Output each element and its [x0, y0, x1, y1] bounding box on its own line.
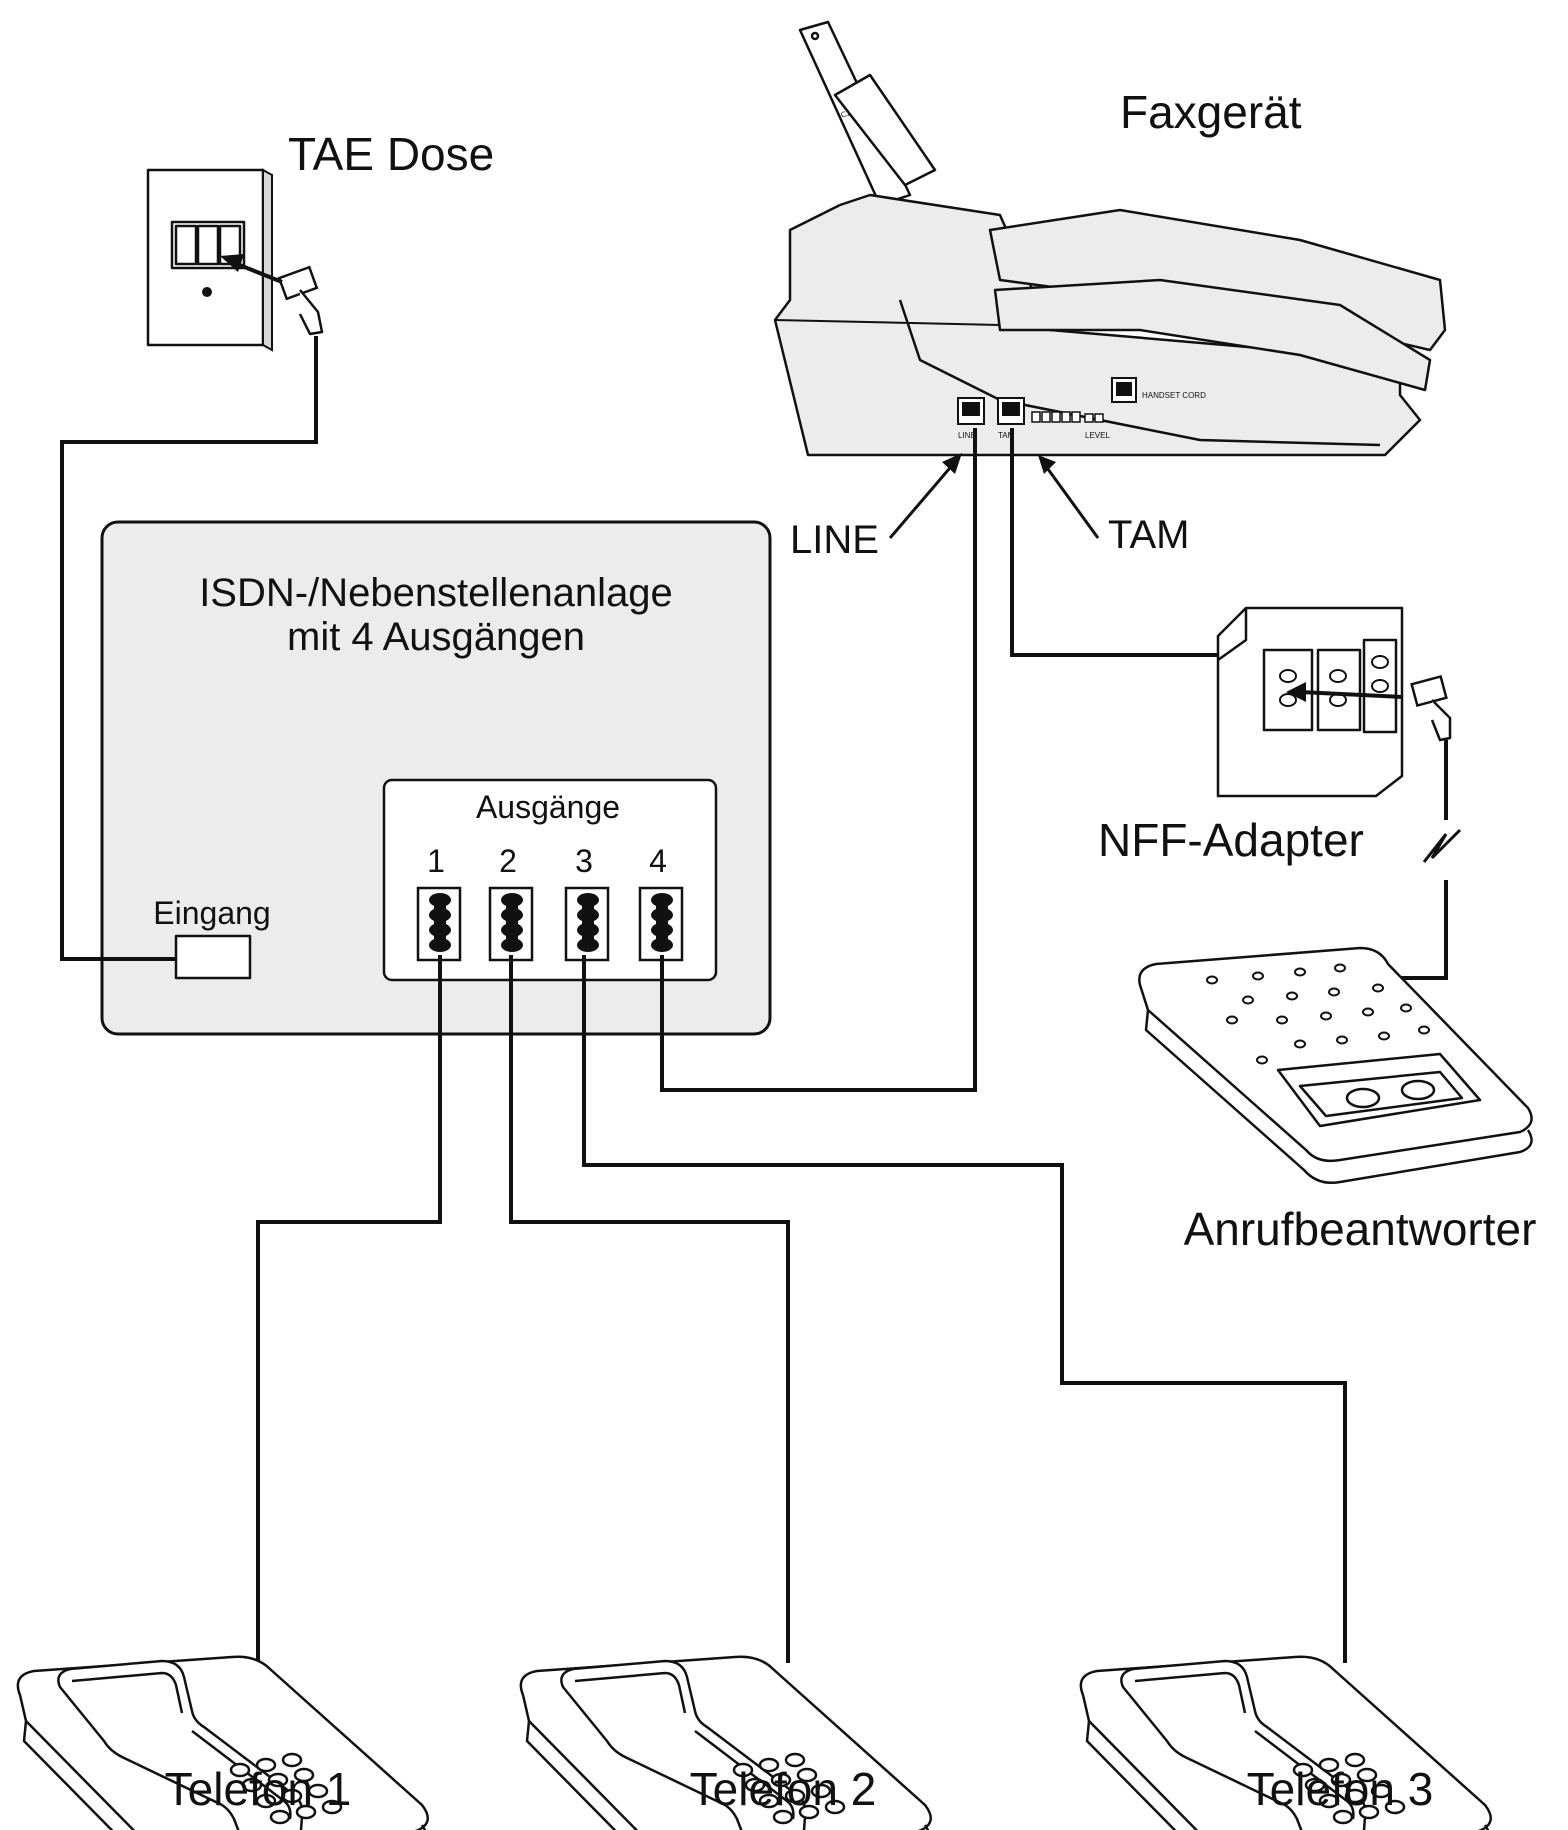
fax-handset-cord-label: HANDSET CORD [1142, 391, 1206, 400]
line-pointer [888, 453, 962, 539]
isdn-title-line-1: ISDN-/Nebenstellenanlage [199, 571, 673, 615]
eingang-label: Eingang [153, 895, 270, 931]
wire-port4-to-fax-line [660, 428, 977, 1092]
line-label: LINE [790, 518, 879, 562]
anrufbeantworter-label: Anrufbeantworter [1184, 1203, 1537, 1255]
fax-level-label: LEVEL [1085, 431, 1110, 440]
isdn-title-line-2: mit 4 Ausgängen [287, 615, 585, 659]
wire-port3-to-telefon-3 [582, 955, 1347, 1663]
port-number-4: 4 [649, 843, 667, 879]
outputs-panel [382, 778, 718, 982]
port-number-1: 1 [427, 843, 445, 879]
nff-adapter-label: NFF-Adapter [1098, 814, 1364, 866]
tam-label: TAM [1108, 513, 1189, 557]
telefon-3-label: Telefon 3 [1247, 1763, 1434, 1815]
telephone-3 [1079, 1655, 1492, 1830]
faxgeraet-label: Faxgerät [1120, 86, 1302, 138]
wire-tae-to-eingang [60, 336, 318, 961]
fax-line-port-label: LINE [958, 431, 976, 440]
tae-socket [146, 168, 324, 352]
port-number-2: 2 [499, 843, 517, 879]
telephone-1 [16, 1655, 429, 1830]
wire-port2-to-telefon-2 [509, 955, 790, 1663]
tae-dose-label: TAE Dose [288, 128, 494, 180]
ausgaenge-label: Ausgänge [476, 789, 620, 825]
wire-nff-to-anrufbeantworter-lower [1400, 880, 1448, 980]
fax-tam-port-label: TAM [998, 431, 1015, 440]
wire-port1-to-telefon-1 [256, 955, 442, 1663]
wire-fax-tam-to-nff [1010, 428, 1218, 657]
output-socket-4 [638, 886, 684, 962]
output-socket-2 [488, 886, 534, 962]
input-port [174, 934, 252, 980]
fax-machine: C22 LINE TAM LEVEL HANDSET CORD [773, 20, 1447, 457]
answering-machine [1138, 946, 1533, 1184]
cable-break-icon [1422, 828, 1462, 863]
telefon-1-label: Telefon 1 [165, 1763, 352, 1815]
port-number-3: 3 [575, 843, 593, 879]
output-socket-1 [416, 886, 462, 962]
output-socket-3 [564, 886, 610, 962]
tam-pointer [1038, 455, 1100, 539]
telephone-2 [519, 1655, 932, 1830]
nff-adapter [1216, 606, 1452, 798]
telefon-2-label: Telefon 2 [690, 1763, 877, 1815]
